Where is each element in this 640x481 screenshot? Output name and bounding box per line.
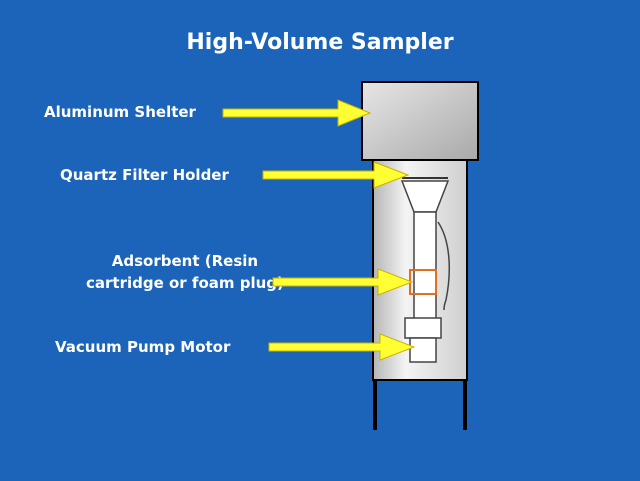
leg-left (373, 378, 377, 430)
adsorbent-tube (413, 211, 437, 321)
aluminum-shelter (361, 81, 479, 161)
label-quartz-filter-holder: Quartz Filter Holder (60, 166, 229, 184)
label-aluminum-shelter: Aluminum Shelter (44, 103, 196, 121)
arrow-pump (268, 333, 416, 361)
label-adsorbent-line1: Adsorbent (Resin (111, 252, 259, 270)
label-adsorbent-line2: cartridge or foam plug) (86, 274, 284, 292)
pump-motor-lower (409, 337, 437, 363)
leg-right (463, 378, 467, 430)
arrow-shelter (222, 99, 372, 127)
label-adsorbent: Adsorbent (Resin cartridge or foam plug) (86, 250, 284, 294)
arrow-filter (262, 161, 410, 189)
power-cable (437, 221, 450, 311)
label-vacuum-pump-motor: Vacuum Pump Motor (55, 338, 231, 356)
pump-motor-upper (404, 317, 442, 339)
diagram-title: High-Volume Sampler (186, 30, 454, 55)
arrow-adsorbent (272, 268, 414, 296)
